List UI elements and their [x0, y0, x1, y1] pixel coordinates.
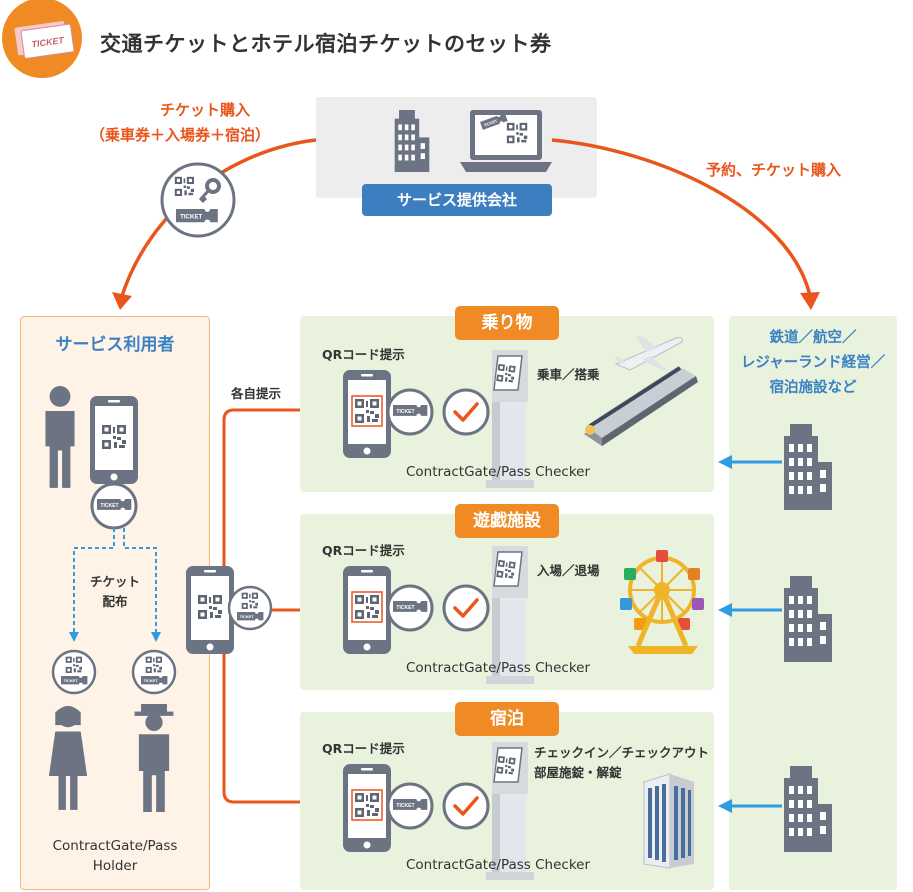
ticket-icon: [92, 484, 136, 528]
person-hat-icon: [134, 704, 174, 812]
ferris-wheel-icon: [620, 550, 704, 654]
hotel-icon: [643, 773, 694, 869]
logo-text: TICKET: [31, 35, 66, 50]
checker-label: ContractGate/Pass Checker: [406, 464, 591, 480]
ticket-icon: [388, 586, 432, 630]
provider-label: サービス提供会社: [362, 184, 552, 216]
tag-lodging: 宿泊: [455, 702, 559, 736]
building-icon: [394, 110, 430, 172]
train-airplane-icon: [584, 336, 698, 446]
smartphone-icon: [343, 566, 391, 654]
action-label: 入場／退場: [537, 563, 600, 578]
ticket-qr-icon: [51, 649, 97, 695]
holder-label-2: Holder: [92, 858, 138, 874]
ticket-qr-icon: [131, 649, 177, 695]
person-woman-icon: [48, 706, 88, 810]
action-label-1: チェックイン／チェックアウト: [534, 745, 710, 760]
airplane-icon: [614, 336, 683, 371]
purchase-label-2: （乗車券＋入場券＋宿泊）: [89, 126, 270, 144]
ticket-icon: [388, 390, 432, 434]
distribute-label-1: チケット: [89, 574, 140, 589]
qr-label: QRコード提示: [322, 741, 405, 756]
ticket-icon: [388, 784, 432, 828]
ticket-key-icon: [160, 162, 236, 238]
action-label-2: 部屋施錠・解錠: [534, 765, 622, 780]
smartphone-icon: [343, 370, 391, 458]
train-icon: [584, 366, 698, 446]
operator-line-2: レジャーランド経営／: [740, 355, 886, 371]
operator-line-3: 宿泊施設など: [769, 380, 857, 396]
present-label: 各自提示: [231, 386, 282, 401]
distribute-label-2: 配布: [102, 594, 128, 609]
qr-label: QRコード提示: [322, 347, 405, 362]
provider-box: [316, 97, 597, 198]
purchase-label-1: チケット購入: [159, 101, 250, 119]
distribute-arrows: [69, 528, 161, 642]
reserve-arrowhead: [800, 292, 820, 310]
holder-label-1: ContractGate/Pass: [52, 838, 178, 854]
action-label: 乗車／搭乗: [537, 367, 600, 382]
purchase-arrowhead: [112, 292, 132, 310]
reserve-label: 予約、チケット購入: [706, 161, 842, 179]
checker-label: ContractGate/Pass Checker: [406, 660, 591, 676]
operator-line-1: 鉄道／航空／: [769, 330, 857, 346]
laptop-icon: [460, 110, 552, 172]
building-icon: [784, 424, 832, 510]
page-title: 交通チケットとホテル宿泊チケットのセット券: [100, 32, 552, 56]
smartphone-icon: [186, 566, 234, 654]
user-panel-title: サービス利用者: [55, 335, 175, 355]
ticket-logo: TICKET: [2, 0, 82, 78]
qr-label: QRコード提示: [322, 543, 405, 558]
checker-label: ContractGate/Pass Checker: [406, 857, 591, 873]
operator-arrows: [718, 455, 782, 813]
smartphone-icon: [90, 396, 138, 484]
tag-amusement: 遊戯施設: [455, 504, 559, 538]
ticket-qr-icon: [227, 585, 273, 631]
building-icon: [784, 766, 832, 852]
person-icon: [45, 386, 75, 488]
tag-transport: 乗り物: [455, 306, 559, 340]
smartphone-icon: [343, 764, 391, 852]
building-icon: [784, 576, 832, 662]
